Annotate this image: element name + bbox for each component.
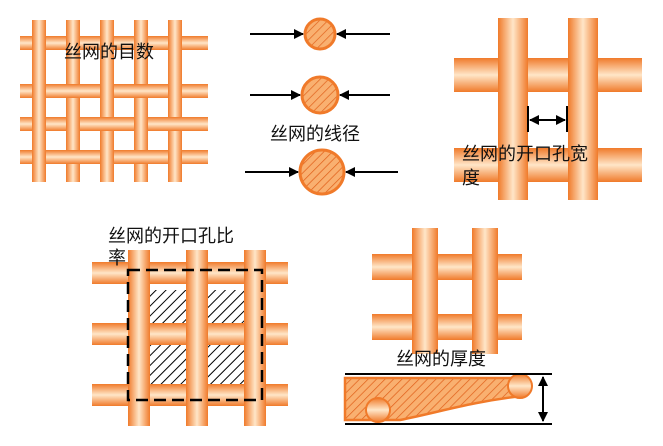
wire-vertical [32, 20, 182, 182]
double-arrow-icon [527, 106, 568, 132]
label-mesh-count: 丝网的目数 [64, 42, 154, 63]
panel-open-area [92, 250, 288, 426]
wire-section-small [250, 17, 390, 51]
panel-aperture-width [454, 18, 642, 200]
label-open-area-line1: 丝网的开口孔比 [108, 226, 234, 247]
selection-box [126, 268, 264, 402]
label-aperture-width-line2: 度 [462, 168, 480, 189]
wire-section-medium [250, 75, 390, 115]
panel-wire-diameter [245, 17, 398, 196]
label-aperture-width-line1: 丝网的开口孔宽 [462, 144, 588, 165]
panel-mesh-count [20, 20, 208, 182]
panel-thickness [343, 228, 552, 425]
label-thickness: 丝网的厚度 [396, 349, 486, 370]
wire-crossovers [32, 84, 182, 164]
wire-profile [343, 373, 533, 423]
label-open-area-line2: 率 [108, 248, 126, 269]
wire-section-large [245, 148, 398, 196]
label-wire-diameter: 丝网的线径 [270, 124, 360, 145]
